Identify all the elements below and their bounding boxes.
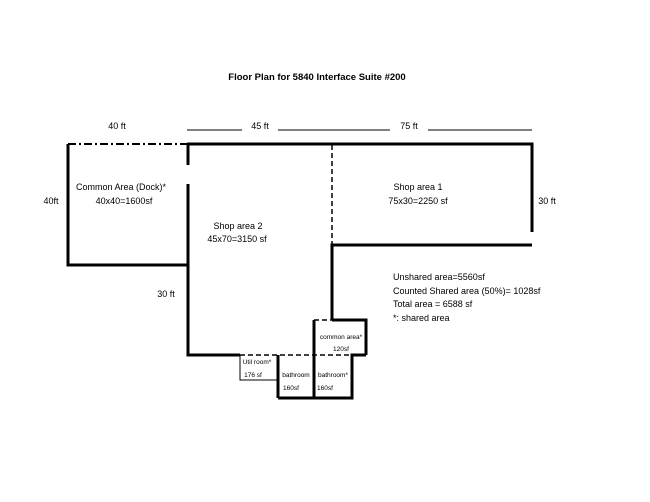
- room-area-common-dock: 40x40=1600sf: [95, 196, 153, 206]
- room-name-shop2: Shop area 2: [213, 221, 263, 231]
- room-name-util: Util room*: [242, 359, 272, 366]
- room-area-util: 176 sf: [244, 372, 262, 379]
- dim-top-right: 75 ft: [400, 121, 418, 131]
- note-unshared: Unshared area=5560sf: [393, 272, 485, 282]
- room-area-common-small: 120sf: [333, 346, 349, 353]
- room-name-bath2: bathroom*: [318, 372, 348, 379]
- dim-top-left: 40 ft: [108, 121, 126, 131]
- room-area-bath2: 160sf: [317, 385, 333, 392]
- dim-middle-left: 30 ft: [157, 289, 175, 299]
- page-title: Floor Plan for 5840 Interface Suite #200: [228, 72, 406, 83]
- room-area-bath1: 160sf: [283, 385, 299, 392]
- room-name-shop1: Shop area 1: [393, 182, 443, 192]
- note-total: Total area = 6588 sf: [393, 299, 473, 309]
- wall: [330, 243, 532, 320]
- room-area-shop2: 45x70=3150 sf: [207, 234, 267, 244]
- wall: [239, 355, 278, 381]
- wall: [332, 318, 368, 355]
- note-legend: *: shared area: [393, 313, 450, 323]
- dim-left: 40ft: [43, 196, 59, 206]
- room-name-common-dock: Common Area (Dock)*: [75, 182, 167, 192]
- note-shared: Counted Shared area (50%)= 1028sf: [393, 286, 541, 296]
- room-area-shop1: 75x30=2250 sf: [388, 196, 448, 206]
- wall: [186, 184, 240, 357]
- wall: [187, 142, 534, 232]
- wall: [278, 353, 366, 400]
- room-name-common-small: common area*: [319, 334, 363, 341]
- dim-right: 30 ft: [538, 196, 556, 206]
- room-name-bath1: bathroom: [282, 372, 310, 379]
- wall: [66, 144, 187, 267]
- dim-top-middle: 45 ft: [251, 121, 269, 131]
